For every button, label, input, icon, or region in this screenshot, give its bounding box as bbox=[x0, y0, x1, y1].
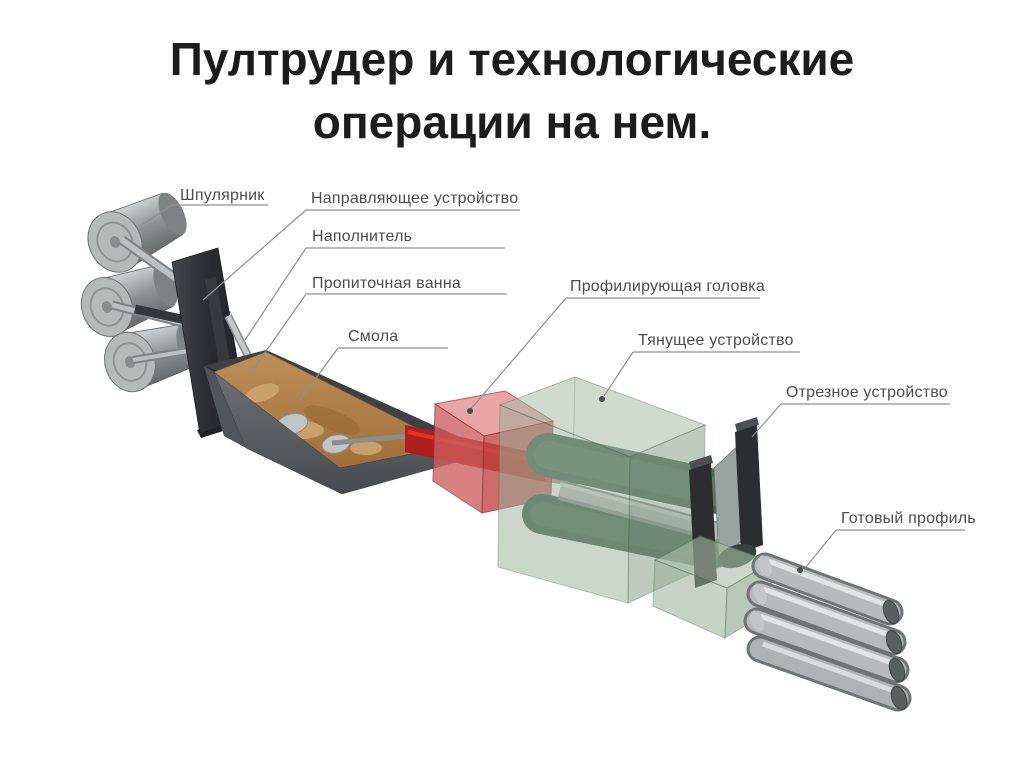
impregnation-bath bbox=[204, 350, 462, 495]
label-creel: Шпулярник bbox=[139, 187, 268, 227]
label-finished-profile-text: Готовый профиль bbox=[841, 510, 976, 527]
label-profiling-head-leader bbox=[469, 297, 567, 411]
label-cutting-device: Отрезное устройство bbox=[751, 384, 950, 438]
label-resin-leader bbox=[299, 347, 339, 401]
label-pulling-device: Тянущее устройство bbox=[599, 332, 800, 402]
slide-title-line-2: операции на нем. bbox=[312, 96, 712, 148]
label-filler: Наполнитель bbox=[244, 228, 505, 341]
label-guiding-device: Направляющее устройство bbox=[202, 190, 520, 301]
label-finished-profile-dot bbox=[797, 567, 803, 573]
label-creel-leader bbox=[139, 204, 173, 227]
label-profiling-head: Профилирующая головка bbox=[467, 278, 765, 414]
label-finished-profile-leader bbox=[805, 529, 837, 568]
finished-profiles bbox=[743, 552, 912, 712]
label-impregnation-bath-leader bbox=[249, 293, 307, 375]
label-guiding-device-leader bbox=[202, 209, 307, 301]
label-cutting-device-leader bbox=[751, 403, 782, 438]
label-filler-text: Наполнитель bbox=[312, 228, 412, 245]
label-guiding-device-text: Направляющее устройство bbox=[311, 190, 518, 207]
label-impregnation-bath: Пропиточная ванна bbox=[249, 275, 507, 375]
label-resin-text: Смола bbox=[348, 328, 398, 345]
slide-title-line-1: Пултрудер и технологические bbox=[169, 33, 855, 85]
label-finished-profile: Готовый профиль bbox=[797, 510, 976, 573]
label-impregnation-bath-text: Пропиточная ванна bbox=[312, 275, 461, 292]
label-creel-text: Шпулярник bbox=[180, 187, 265, 204]
label-filler-leader bbox=[244, 247, 307, 341]
label-profiling-head-text: Профилирующая головка bbox=[570, 278, 765, 295]
label-pulling-device-text: Тянущее устройство bbox=[638, 332, 794, 349]
label-pulling-device-dot bbox=[599, 396, 605, 402]
label-profiling-head-dot bbox=[467, 408, 473, 414]
label-resin: Смола bbox=[299, 328, 448, 401]
slide-title: Пултрудер и технологические операции на … bbox=[0, 28, 1024, 154]
label-cutting-device-text: Отрезное устройство bbox=[786, 384, 948, 401]
label-pulling-device-leader bbox=[603, 351, 634, 397]
